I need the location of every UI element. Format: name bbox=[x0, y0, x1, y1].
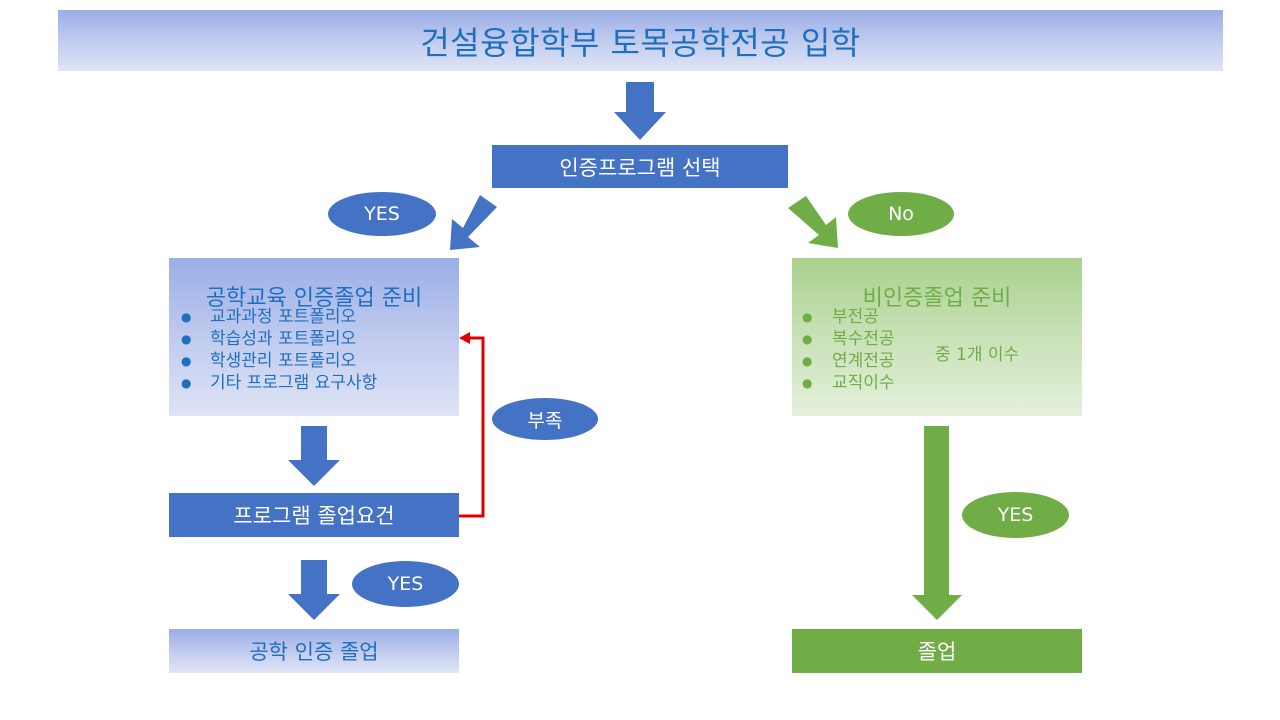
arrow-down-icon bbox=[912, 426, 962, 620]
list-item: ●연계전공 bbox=[802, 351, 895, 371]
insufficient-label: 부족 bbox=[527, 409, 563, 432]
program-requirements-box: 프로그램 졸업요건 bbox=[169, 493, 459, 537]
non-cert-prep-list: ●부전공 ●복수전공 ●연계전공 ●교직이수 bbox=[792, 306, 895, 394]
engineering-prep-list: ●교과과정 포트폴리오 ●학습성과 포트폴리오 ●학생관리 포트폴리오 ●기타 … bbox=[169, 306, 377, 394]
list-item: ●학습성과 포트폴리오 bbox=[181, 329, 357, 349]
insufficient-oval: 부족 bbox=[492, 398, 598, 440]
bullet-icon: ● bbox=[802, 310, 813, 324]
yes-label: YES bbox=[387, 573, 424, 595]
bullet-icon: ● bbox=[181, 310, 192, 324]
arrow-down-right-icon bbox=[788, 196, 838, 248]
yes-label: YES bbox=[997, 504, 1034, 526]
yes-oval-left: YES bbox=[328, 192, 436, 236]
yes-label: YES bbox=[364, 203, 400, 225]
feedback-connector bbox=[459, 336, 485, 518]
engineering-prep-box: 공학교육 인증졸업 준비 ●교과과정 포트폴리오 ●학습성과 포트폴리오 ●학생… bbox=[169, 258, 459, 416]
arrowhead-left-icon bbox=[459, 332, 470, 344]
bullet-icon: ● bbox=[802, 376, 813, 390]
yes-oval-right: YES bbox=[962, 492, 1069, 538]
non-cert-prep-box: 비인증졸업 준비 ●부전공 ●복수전공 ●연계전공 ●교직이수 중 1개 이수 bbox=[792, 258, 1082, 416]
list-item: ●부전공 bbox=[802, 307, 879, 327]
list-item: ●교직이수 bbox=[802, 373, 895, 393]
arrow-down-left-icon bbox=[450, 195, 497, 250]
engineering-graduation-label: 공학 인증 졸업 bbox=[249, 640, 379, 664]
title-text: 건설융합학부 토목공학전공 입학 bbox=[420, 23, 861, 62]
list-item: ●교과과정 포트폴리오 bbox=[181, 307, 357, 327]
arrow-down-icon bbox=[614, 82, 666, 140]
arrow-down-icon bbox=[288, 560, 340, 620]
graduation-label: 졸업 bbox=[917, 640, 957, 664]
program-requirements-label: 프로그램 졸업요건 bbox=[233, 504, 395, 528]
list-item: ●기타 프로그램 요구사항 bbox=[181, 373, 378, 393]
no-label: No bbox=[888, 203, 914, 225]
bullet-icon: ● bbox=[181, 332, 192, 346]
yes-oval-requirements: YES bbox=[352, 561, 459, 607]
no-oval: No bbox=[848, 192, 954, 236]
graduation-box: 졸업 bbox=[792, 629, 1082, 673]
non-cert-note: 중 1개 이수 bbox=[935, 345, 1020, 365]
non-cert-prep-heading: 비인증졸업 준비 bbox=[862, 286, 1012, 311]
bullet-icon: ● bbox=[802, 332, 813, 346]
bullet-icon: ● bbox=[802, 354, 813, 368]
engineering-prep-heading: 공학교육 인증졸업 준비 bbox=[205, 286, 423, 311]
list-item: ●복수전공 bbox=[802, 329, 895, 349]
select-program-box: 인증프로그램 선택 bbox=[492, 145, 788, 188]
title-banner: 건설융합학부 토목공학전공 입학 bbox=[58, 10, 1223, 71]
bullet-icon: ● bbox=[181, 376, 192, 390]
list-item: ●학생관리 포트폴리오 bbox=[181, 351, 357, 371]
engineering-graduation-box: 공학 인증 졸업 bbox=[169, 629, 459, 673]
select-program-label: 인증프로그램 선택 bbox=[559, 155, 721, 180]
arrow-down-icon bbox=[288, 426, 340, 486]
bullet-icon: ● bbox=[181, 354, 192, 368]
